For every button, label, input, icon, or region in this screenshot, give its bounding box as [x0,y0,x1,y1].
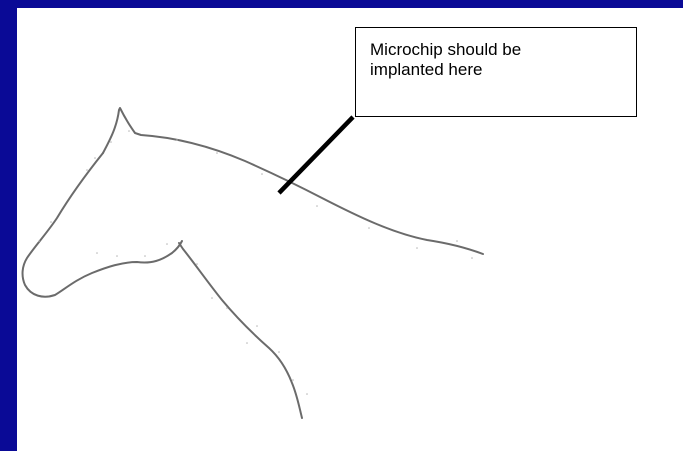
callout-text-line-1: Microchip should be [370,40,622,60]
microchip-callout-box: Microchip should be implanted here [355,27,637,117]
diagram-canvas: Microchip should be implanted here [17,8,683,451]
horse-head-neck-outline-icon [23,108,483,418]
horse-outline-speckle [38,130,473,395]
callout-text-line-2: implanted here [370,60,622,80]
microchip-pointer-line [279,117,353,193]
